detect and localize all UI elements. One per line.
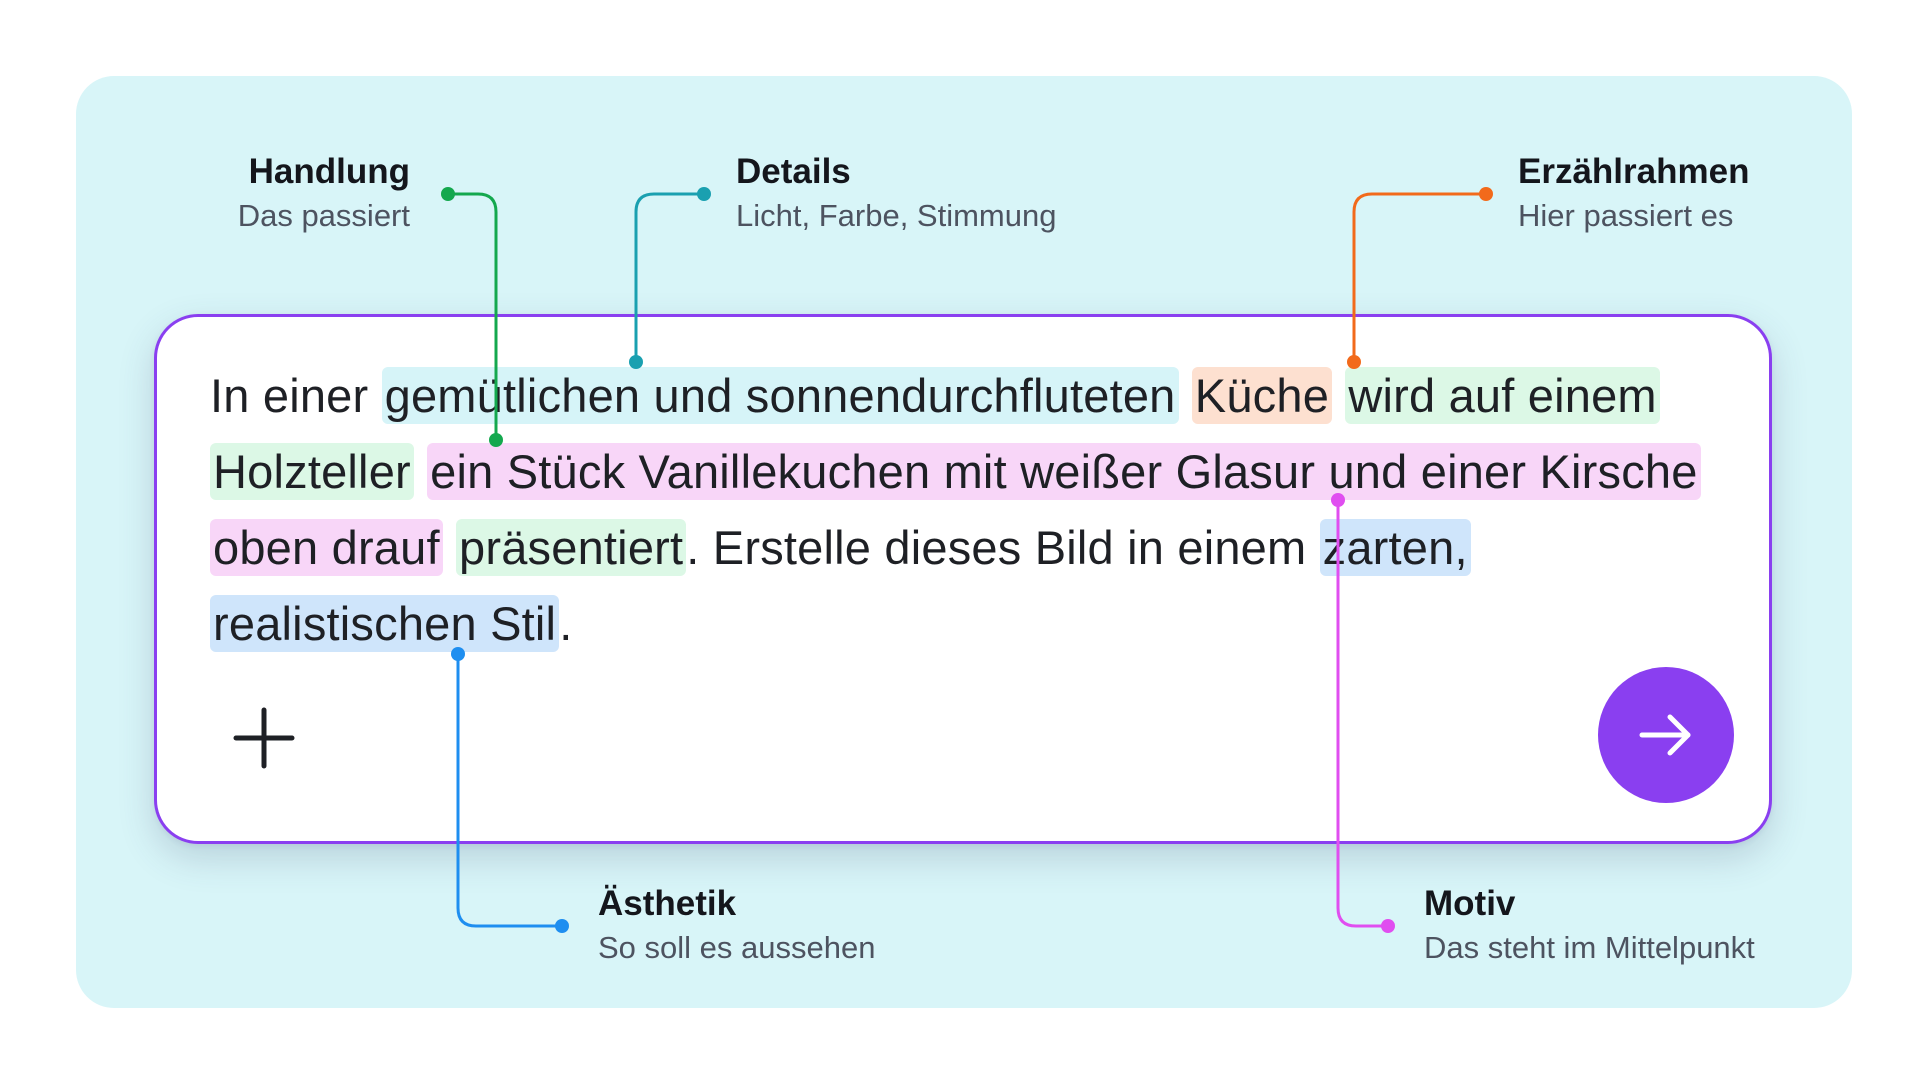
callout-motiv: Motiv Das steht im Mittelpunkt (1424, 882, 1755, 970)
callout-aesthetik-title: Ästhetik (598, 884, 737, 923)
highlight-handlung: präsentiert (456, 519, 687, 576)
prompt-plain-text: In einer (210, 369, 382, 422)
callout-aesthetik-subtitle: So soll es aussehen (598, 930, 876, 965)
highlight-erzaehlrahmen: Küche (1191, 367, 1333, 424)
prompt-plain-text: . Erstelle dieses Bild in einem (686, 521, 1320, 574)
send-button[interactable] (1598, 667, 1734, 803)
callout-handlung-title: Handlung (248, 152, 410, 191)
add-button[interactable] (226, 700, 302, 776)
callout-aesthetik: Ästhetik So soll es aussehen (598, 882, 875, 970)
callout-motiv-title: Motiv (1424, 884, 1516, 923)
prompt-text[interactable]: In einer gemütlichen und sonnendurchflut… (210, 358, 1730, 662)
prompt-plain-text (443, 521, 456, 574)
callout-erzaehlrahmen-subtitle: Hier passiert es (1518, 198, 1734, 233)
highlight-details: gemütlichen und sonnendurchfluteten (381, 367, 1179, 424)
callout-details: Details Licht, Farbe, Stimmung (736, 150, 1056, 238)
prompt-plain-text (414, 445, 427, 498)
prompt-plain-text: . (559, 597, 573, 650)
prompt-plain-text (1179, 369, 1192, 422)
prompt-plain-text (1332, 369, 1345, 422)
callout-details-subtitle: Licht, Farbe, Stimmung (736, 198, 1057, 233)
callout-motiv-subtitle: Das steht im Mittelpunkt (1424, 930, 1755, 965)
callout-handlung-subtitle: Das passiert (237, 198, 410, 233)
callout-erzaehlrahmen-title: Erzählrahmen (1518, 152, 1750, 191)
callout-handlung: Handlung Das passiert (238, 150, 410, 238)
callout-erzaehlrahmen: Erzählrahmen Hier passiert es (1518, 150, 1749, 238)
callout-details-title: Details (736, 152, 851, 191)
arrow-right-icon (1639, 714, 1691, 756)
plus-icon (233, 707, 295, 769)
